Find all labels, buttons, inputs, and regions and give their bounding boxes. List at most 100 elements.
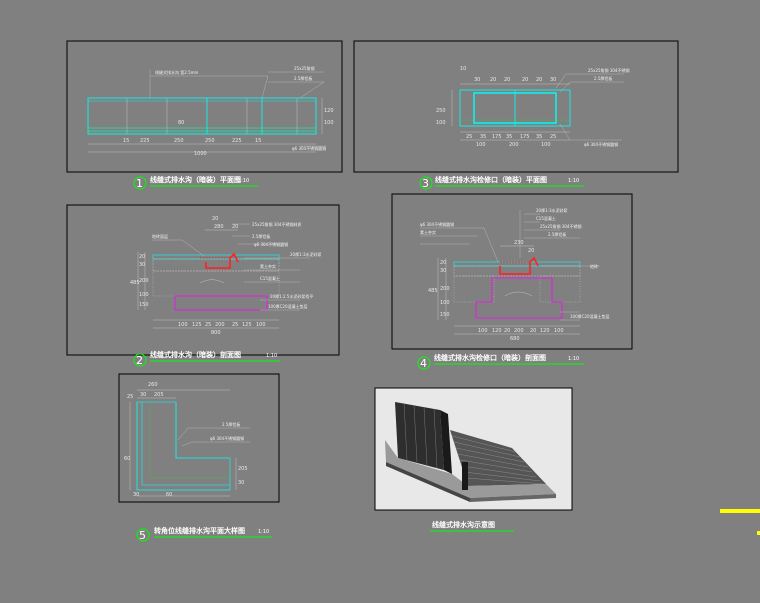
drain-3d-render: 线缝式排水沟示意图	[374, 387, 573, 532]
drawing-1-channel	[87, 97, 317, 135]
dim: 200	[440, 286, 450, 292]
drawing-5-number: 5	[139, 529, 146, 542]
drawing-1-note-1: 25x25角钢	[294, 65, 315, 71]
dim: 15	[123, 138, 129, 144]
drawing-3-note-2: φ6 304不锈钢圆钢	[584, 141, 618, 147]
drawing-2-drain-profile	[205, 252, 239, 269]
drawing-2-note-1: 2.5厚铝板	[252, 233, 270, 239]
drawing-3-number-circle	[419, 176, 433, 190]
drawing-5-number-circle	[136, 528, 150, 542]
dim: 100	[541, 142, 551, 148]
dim: 120	[540, 328, 550, 334]
drawing-3-frame	[353, 40, 679, 173]
drawing-4-note-3: 25x25角钢 304不锈钢	[540, 223, 581, 229]
dim: 200	[215, 322, 225, 328]
dim: 25	[232, 322, 238, 328]
dim: 175	[492, 134, 502, 140]
dim: 30	[474, 77, 480, 83]
render-base	[385, 440, 556, 498]
dim-total: 1000	[194, 151, 207, 157]
drawing-2-section: 25x25角钢 304不锈钢材质 2.5厚铝板 φ6 304不锈钢圆钢 地砖面层…	[66, 204, 340, 367]
drawing-1-note-3: φ6 304不锈钢圆钢	[292, 145, 326, 151]
dim: 205	[238, 466, 248, 472]
drawing-2-note-7: 20厚1:2.5水泥砂浆找平	[270, 293, 313, 299]
drawing-5-corner-detail: 2.5厚铝板 φ6 304不锈钢圆钢 260 25 30 205 60 30 2…	[118, 373, 280, 542]
dim: 20	[232, 224, 238, 230]
drawing-4-note-5: φ6 304不锈钢圆钢	[420, 221, 454, 227]
dim: 100	[554, 328, 564, 334]
dim: 260	[148, 382, 158, 388]
dim: 30	[550, 77, 556, 83]
dim: 20	[212, 216, 218, 222]
drawing-1-note-2: 2.5厚铝板	[294, 75, 312, 81]
dim: 15	[255, 138, 261, 144]
drawing-4-note-4: 2.5厚铝板	[548, 231, 566, 237]
dim: 120	[324, 108, 334, 114]
drawing-2-note-5: 素土夯实	[260, 263, 276, 269]
drawing-2-note-6: C15混凝土	[260, 275, 280, 281]
dim: 20	[440, 260, 446, 266]
dim: 250	[205, 138, 215, 144]
render-grating	[450, 430, 546, 486]
dim: 230	[514, 240, 524, 246]
dim: 35	[480, 134, 486, 140]
dim: 60	[166, 492, 172, 498]
drawing-4-frame	[391, 193, 633, 350]
dim: 225	[140, 138, 150, 144]
drawing-5-frame	[118, 373, 280, 503]
drawing-3-note-1: 2.5厚铝板	[594, 75, 612, 81]
drawing-4-number-circle	[417, 356, 431, 370]
drawing-3-title: 线缝式排水沟检修口（暗装）平面图	[435, 175, 547, 184]
dim-total: 485	[130, 280, 140, 286]
dim: 100	[256, 322, 266, 328]
drawing-3-number: 3	[422, 177, 429, 190]
dim: 60	[124, 456, 130, 462]
dim: 200	[139, 278, 149, 284]
dim: 205	[154, 392, 164, 398]
drawing-5-inner-edge	[175, 402, 230, 459]
dim: 20	[536, 77, 542, 83]
dim: 100	[476, 142, 486, 148]
drawing-3-scale: 1:10	[568, 178, 579, 184]
dim: 225	[232, 138, 242, 144]
dim: 20	[528, 248, 534, 254]
dim: 25	[466, 134, 472, 140]
drawing-4-note-2: C15混凝土	[536, 215, 556, 221]
dim: 25	[127, 394, 133, 400]
drawing-4-note-6: 素土夯实	[420, 229, 436, 235]
dim: 30	[140, 392, 146, 398]
drawing-3-center-mark: 10	[460, 66, 466, 72]
dim: 20	[522, 77, 528, 83]
dim: 250	[174, 138, 184, 144]
drawing-5-title: 转角位线缝排水沟平面大样图	[154, 526, 245, 535]
dim: 25	[205, 322, 211, 328]
drawing-3-inspection-plan: 25x25角钢 304不锈钢 2.5厚铝板 φ6 304不锈钢圆钢 10 30 …	[353, 40, 679, 190]
dim: 25	[550, 134, 556, 140]
drawing-2-frame	[66, 204, 340, 356]
dim-total: 680	[510, 336, 520, 342]
render-upright-plate	[395, 402, 444, 470]
dim: 100	[139, 292, 149, 298]
drawing-2-title: 线缝式排水沟（暗装）剖面图	[150, 350, 241, 359]
drawing-1-note-0: 线缝式排水沟 宽2.5mm	[155, 69, 199, 75]
drawing-2-number-circle	[133, 353, 147, 367]
dim: 30	[133, 492, 139, 498]
dim: 20	[504, 77, 510, 83]
dim: 100	[324, 120, 334, 126]
dim: 100	[436, 120, 446, 126]
drawing-4-number: 4	[420, 357, 427, 370]
dim: 35	[536, 134, 542, 140]
drawing-2-note-4: 20厚1:3水泥砂浆	[290, 251, 322, 257]
dim: 100	[478, 328, 488, 334]
dim: 100	[440, 300, 450, 306]
dim: 30	[238, 480, 244, 486]
drawing-1-scale: 1:10	[238, 178, 249, 184]
dim-total: 485	[428, 288, 438, 294]
drawing-1-center-mark: 80	[178, 120, 184, 126]
dim: 150	[139, 302, 149, 308]
dim: 200	[514, 328, 524, 334]
drawing-4-note-7: 100厚C20混凝土垫层	[570, 313, 610, 319]
drawing-2-concrete-base	[174, 295, 268, 311]
drawing-4-inspection-section: 地砖 20厚1:3水泥砂浆 C15混凝土 25x25角钢 304不锈钢 2.5厚…	[391, 193, 633, 370]
yellow-marker	[720, 509, 760, 513]
